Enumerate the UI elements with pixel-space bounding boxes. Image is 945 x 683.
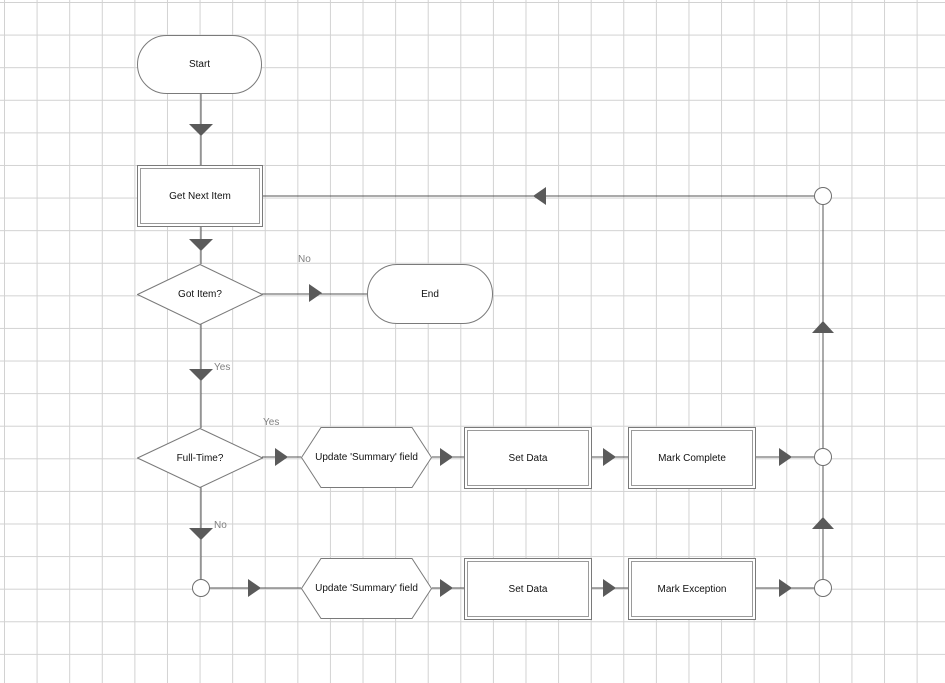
arrow-right-to-set-data-top — [440, 448, 453, 466]
arrow-down-get-next — [189, 239, 213, 251]
junction-top[interactable] — [814, 187, 832, 205]
start-label: Start — [188, 59, 211, 70]
junction-bottom[interactable] — [814, 579, 832, 597]
arrow-right-to-junction-bottom — [779, 579, 792, 597]
mark-complete-label: Mark Complete — [658, 452, 726, 464]
get-next-item-node[interactable]: Get Next Item — [137, 165, 263, 227]
set-data-node-bottom[interactable]: Set Data — [464, 558, 592, 620]
mark-exception-label: Mark Exception — [657, 583, 727, 595]
update-summary-label-bottom: Update 'Summary' field — [315, 583, 418, 594]
arrow-up-to-junction-top — [812, 321, 834, 333]
start-node[interactable]: Start — [137, 35, 262, 94]
mark-complete-node[interactable]: Mark Complete — [628, 427, 756, 489]
arrow-right-to-junction-middle — [779, 448, 792, 466]
set-data-label-top: Set Data — [508, 452, 548, 464]
hexagon-shape — [301, 558, 432, 619]
update-summary-label-top: Update 'Summary' field — [315, 452, 418, 463]
hexagon-shape — [301, 427, 432, 488]
update-summary-node-bottom[interactable]: Update 'Summary' field — [301, 558, 432, 619]
set-data-node-top[interactable]: Set Data — [464, 427, 592, 489]
junction-left[interactable] — [192, 579, 210, 597]
junction-middle[interactable] — [814, 448, 832, 466]
got-item-label: Got Item? — [178, 289, 222, 300]
arrow-left-loop-back — [533, 187, 546, 205]
edge-label-got-item-yes: Yes — [214, 362, 231, 373]
got-item-decision[interactable]: Got Item? — [137, 264, 263, 325]
arrow-right-to-update-bottom — [248, 579, 261, 597]
arrow-right-to-end — [309, 284, 322, 302]
edge-label-full-time-no: No — [214, 520, 227, 531]
arrow-down-start — [189, 124, 213, 136]
get-next-item-label: Get Next Item — [169, 190, 231, 202]
arrow-down-no — [189, 528, 213, 540]
end-node[interactable]: End — [367, 264, 493, 324]
arrow-right-to-mark-complete — [603, 448, 616, 466]
diamond-shape — [137, 264, 263, 325]
update-summary-node-top[interactable]: Update 'Summary' field — [301, 427, 432, 488]
edge-label-got-item-no: No — [298, 254, 311, 265]
mark-exception-node[interactable]: Mark Exception — [628, 558, 756, 620]
diamond-shape — [137, 428, 263, 488]
arrow-right-to-update-top — [275, 448, 288, 466]
set-data-label-bottom: Set Data — [508, 583, 548, 595]
arrow-down-yes — [189, 369, 213, 381]
edge-label-full-time-yes: Yes — [263, 417, 280, 428]
arrow-right-to-set-data-bottom — [440, 579, 453, 597]
full-time-decision[interactable]: Full-Time? — [137, 428, 263, 488]
end-label: End — [421, 288, 439, 300]
arrow-up-to-junction-middle — [812, 517, 834, 529]
full-time-label: Full-Time? — [176, 452, 224, 464]
arrow-right-to-mark-exception — [603, 579, 616, 597]
